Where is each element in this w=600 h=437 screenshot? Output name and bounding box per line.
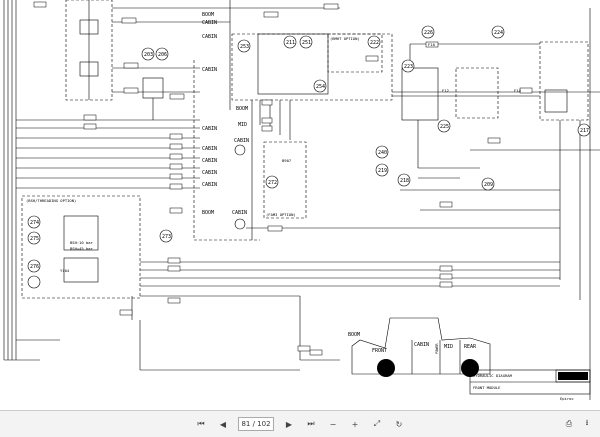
wheel-rear — [461, 359, 479, 377]
area-label-cabin: CABIN — [202, 20, 217, 26]
area-label-boom: BOOM — [202, 210, 214, 216]
area-label-cabin: CABIN — [232, 210, 247, 216]
area-label-mid: MID — [238, 122, 247, 128]
component-number: 240 — [378, 150, 387, 156]
f12-label: F12 — [442, 88, 449, 93]
area-label-cabin: CABIN — [202, 126, 217, 132]
area-label-boom: BOOM — [202, 12, 214, 18]
logo-block — [558, 372, 588, 380]
area-label-cabin: CABIN — [202, 67, 217, 73]
machine-label-cabin: CABIN — [414, 342, 429, 348]
component-number: 226 — [424, 30, 433, 36]
toolbar-right-group: ⎙ ⭳ — [562, 417, 594, 431]
area-label-cabin: CABIN — [202, 182, 217, 188]
component-number: 203 — [144, 52, 153, 58]
title-block-line1: HYDRAULIC DIAGRAM — [473, 373, 513, 378]
zoom-out-icon[interactable]: − — [329, 419, 337, 429]
component-number: 251 — [302, 40, 311, 46]
last-page-icon[interactable]: ⏭ — [307, 419, 315, 428]
area-label-cabin: CABIN — [202, 170, 217, 176]
fam3-option-label: (FAM3 OPTION) — [266, 212, 296, 217]
download-icon[interactable]: ⭳ — [585, 418, 589, 427]
area-label-boom: BOOM — [236, 106, 248, 112]
f10-label: F10 — [428, 42, 436, 47]
component-number: 273 — [162, 234, 171, 240]
component-number: 211 — [286, 40, 295, 46]
component-number: 219 — [378, 168, 387, 174]
machine-label-front: FRONT — [372, 348, 387, 354]
print-icon[interactable]: ⎙ — [565, 419, 573, 428]
pdf-viewer-toolbar: ⏮ ◀ 81 / 102 ▶ ⏭ − + ⤢ ↻ ⎙ ⭳ — [0, 410, 600, 437]
title-block-line2: FRONT MODULE — [473, 385, 501, 390]
area-label-cabin: CABIN — [202, 34, 217, 40]
wheel-front — [377, 359, 395, 377]
next-page-icon[interactable]: ▶ — [285, 419, 293, 429]
first-page-icon[interactable]: ⏮ — [197, 419, 205, 428]
y104-label: Y104 — [60, 268, 70, 273]
component-number: 222 — [370, 40, 379, 46]
title-block-corner: Epiroc — [560, 396, 574, 401]
machine-label-rear: REAR — [464, 344, 477, 350]
f14-label: F14 — [514, 88, 522, 93]
rotate-icon[interactable]: ↻ — [395, 419, 403, 429]
area-label-cabin: CABIN — [234, 138, 249, 144]
component-number: 254 — [316, 84, 325, 90]
hydraulic-diagram: BOOM CABIN CABIN CABIN CABIN CABIN CABIN… — [3, 0, 600, 401]
b907-label: B907 — [282, 158, 291, 163]
component-number: 275 — [30, 236, 39, 242]
component-number: 206 — [158, 52, 167, 58]
component-number: 272 — [268, 180, 277, 186]
component-number: 274 — [30, 220, 39, 226]
machine-label-boom: BOOM — [348, 332, 360, 338]
component-number: 276 — [30, 264, 39, 270]
component-number: 217 — [580, 128, 589, 134]
component-number: 209 — [484, 182, 493, 188]
machine-label-power: POWER — [435, 343, 439, 354]
machine-label-mid: MID — [444, 344, 453, 350]
bsh-pressure-b: BSH=45 bar — [70, 246, 94, 251]
component-number: 224 — [494, 30, 503, 36]
diagram-sheet: BOOM CABIN CABIN CABIN CABIN CABIN CABIN… — [3, 0, 600, 401]
component-number: 253 — [240, 44, 249, 50]
bsh-option-label: (BSH/THREADING OPTION) — [26, 198, 76, 203]
zoom-in-icon[interactable]: + — [351, 419, 359, 429]
bmht-option-label: (BMHT OPTION) — [330, 36, 360, 41]
area-label-cabin: CABIN — [202, 158, 217, 164]
bsh-pressure-a: BSH:10 bar — [70, 240, 94, 245]
component-number: 223 — [404, 64, 413, 70]
component-number: 218 — [400, 178, 409, 184]
area-label-cabin: CABIN — [202, 146, 217, 152]
page-number-input[interactable]: 81 / 102 — [238, 417, 274, 431]
fit-page-icon[interactable]: ⤢ — [373, 419, 381, 428]
prev-page-icon[interactable]: ◀ — [219, 419, 227, 429]
component-number: 225 — [440, 124, 449, 130]
